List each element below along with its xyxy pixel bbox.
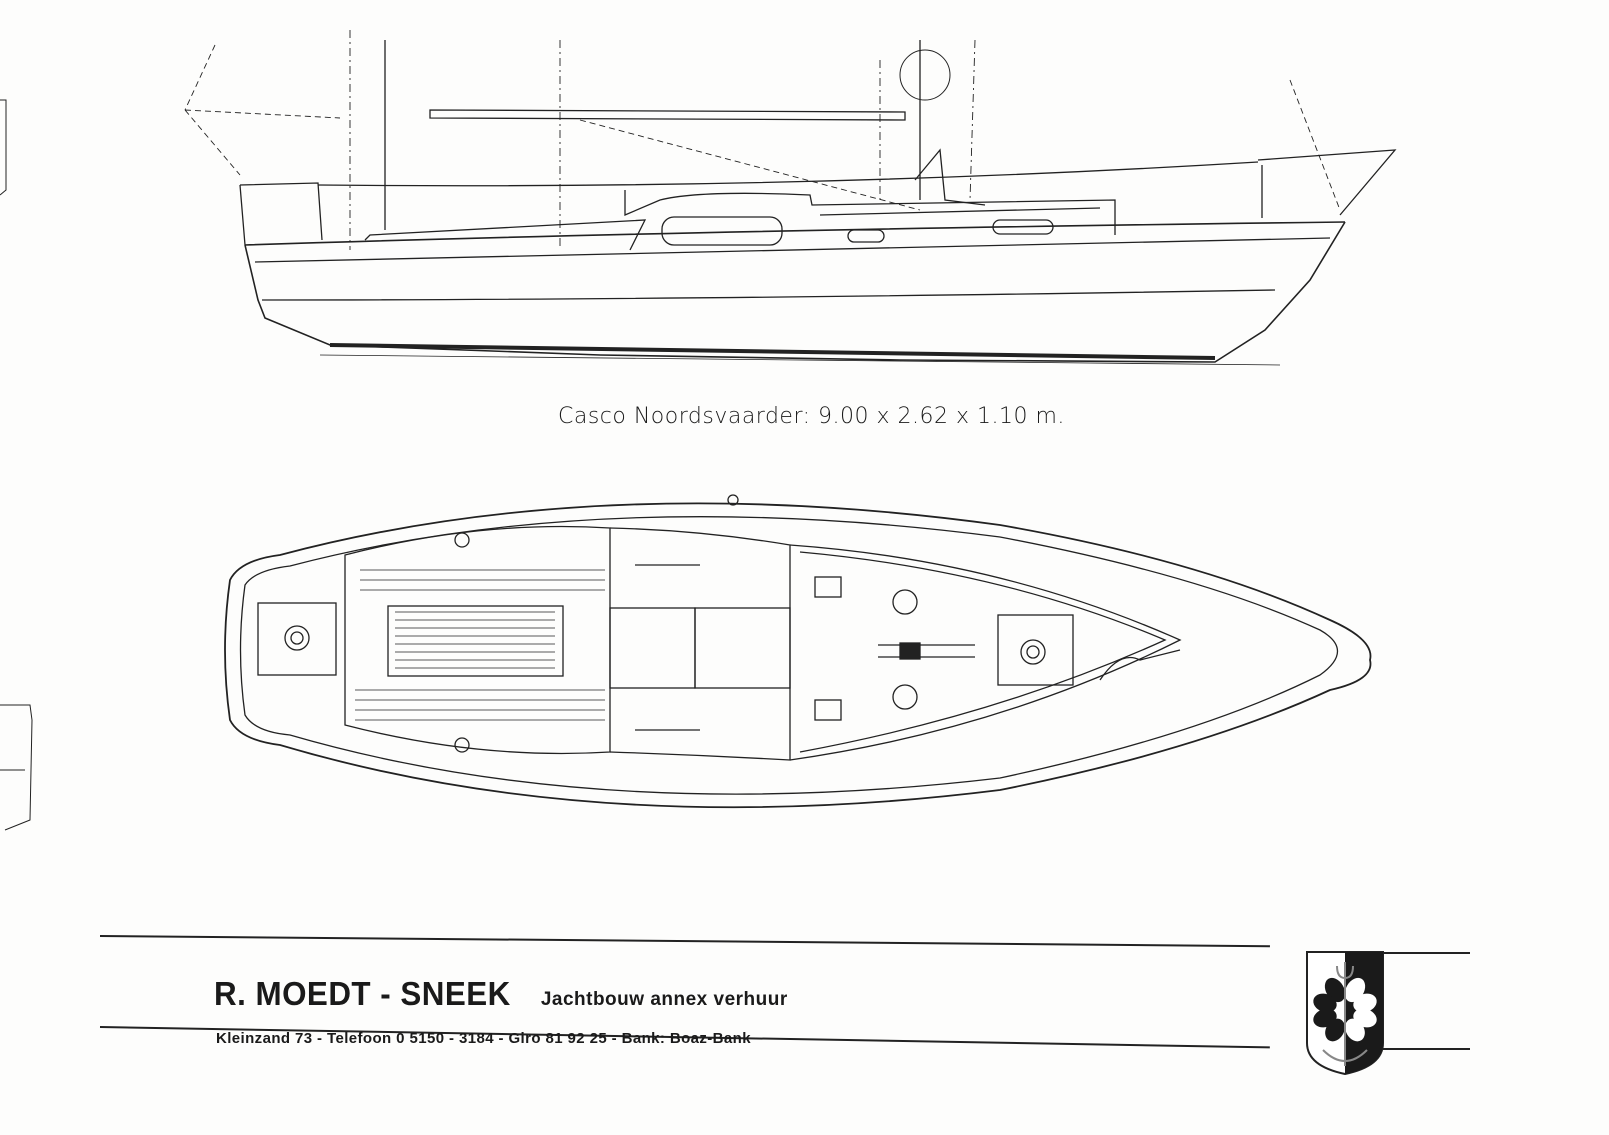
divider-bottom-right: [1378, 1048, 1470, 1050]
plan-view-drawing: [224, 494, 1372, 809]
side-profile-drawing: [184, 30, 1397, 366]
company-name: R. MOEDT - SNEEK: [214, 975, 511, 1012]
left-margin-fragments: [0, 99, 33, 831]
drawing-caption: Casco Noordsvaarder: 9.00 x 2.62 x 1.10 …: [558, 404, 1065, 429]
company-heading: R. MOEDT - SNEEK Jachtbouw annex verhuur: [214, 975, 788, 1013]
company-tagline: Jachtbouw annex verhuur: [540, 989, 788, 1010]
divider-top-right: [1378, 952, 1470, 954]
coat-of-arms-logo: [1306, 951, 1384, 1076]
company-address: Kleinzand 73 - Telefoon 0 5150 - 3184 - …: [216, 1030, 751, 1047]
